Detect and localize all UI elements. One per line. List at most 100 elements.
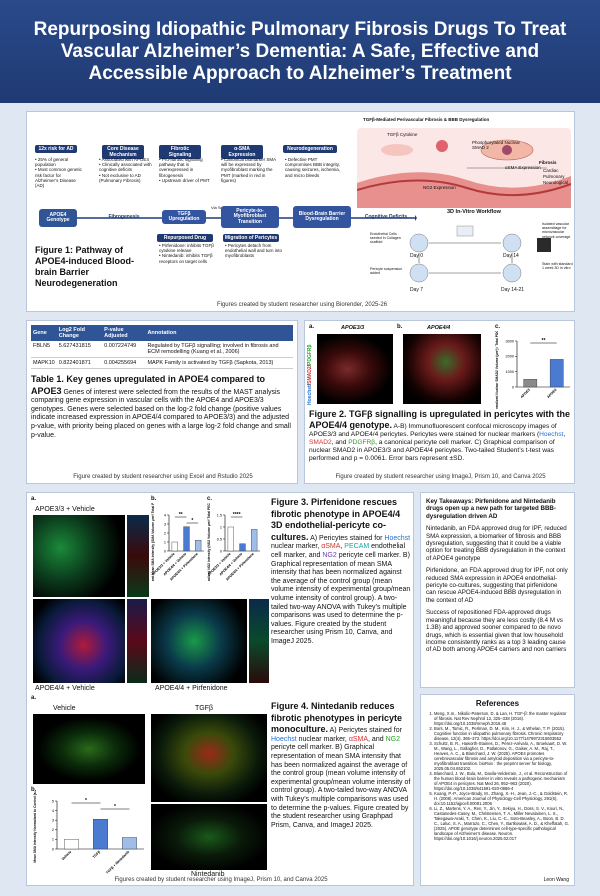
fig4-image-tgfb bbox=[151, 714, 267, 802]
flow-apoe4: APOE4 Genotype bbox=[39, 209, 77, 227]
fig3-title: Figure 3. Pirfenidone rescues fibrotic p… bbox=[271, 497, 401, 542]
takeaways-title: Key Takeaways: Pirfenidone and Nintedani… bbox=[426, 498, 556, 520]
takeaway-pirfenidone: Pirfenidone, an FDA approved drug for IP… bbox=[426, 567, 568, 604]
fig4-description: Figure 4. Nintedanib reduces fibrotic ph… bbox=[271, 701, 411, 829]
y-tick-label: 1 bbox=[52, 838, 54, 842]
cell-log2: 0.822401871 bbox=[56, 357, 103, 369]
workflow-title: 3D In-Vitro Workflow bbox=[447, 209, 501, 215]
gene-table: Gene Log2 Fold Change P-value Adjusted A… bbox=[31, 325, 293, 369]
y-tick-label: 0 bbox=[164, 549, 166, 553]
reference-item: Schultz, B. R., Haworth-Staines, D., Pér… bbox=[434, 741, 569, 771]
label-fibrosis: Fibrosis bbox=[539, 160, 557, 165]
workflow-note-0: Endothelial Cells seeded in Collagen sca… bbox=[370, 232, 401, 245]
fig3-image-apoe4-vehicle bbox=[33, 599, 125, 683]
y-tick-label: 4 bbox=[52, 809, 54, 813]
neuro-header: Neurodegeneration bbox=[283, 145, 337, 153]
workflow-day7: Day 7 bbox=[410, 287, 424, 293]
cell-log2: 5.627431815 bbox=[56, 341, 103, 358]
takeaway-nintedanib: Nintedanib, an FDA approved drug for IPF… bbox=[426, 525, 567, 562]
cell-gene: FBLN5 bbox=[31, 341, 57, 358]
figure-1-panel: 12x risk for AD Core Disease Mechanism F… bbox=[26, 111, 575, 312]
significance-label: * bbox=[85, 798, 87, 804]
fig2-caption: Figure created by student researcher usi… bbox=[335, 474, 546, 480]
label-asma: αSMA Expression bbox=[505, 165, 541, 170]
sma-header: α-SMA Expression bbox=[221, 145, 263, 159]
y-tick-label: 3000 bbox=[506, 339, 514, 343]
bbb-diagram bbox=[357, 128, 571, 208]
fig3-img-label-1: APOE4/4 + Vehicle bbox=[35, 685, 95, 692]
fig3-image-apoe4-vehicle-inset bbox=[127, 599, 147, 683]
table-1-panel: Gene Log2 Fold Change P-value Adjusted A… bbox=[26, 320, 298, 484]
table-1-description: Table 1. Key genes upregulated in APOE4 … bbox=[31, 374, 293, 440]
bar bbox=[239, 543, 246, 552]
table-1-title: Table 1. Key genes upregulated in APOE4 … bbox=[31, 374, 266, 396]
reference-item: Kuang, P.-P., Joyce-Brady, M., Zhang, X.… bbox=[434, 791, 569, 806]
reference-item: Blanchard, J. W., Bula, M., Davila-Velde… bbox=[434, 771, 569, 791]
references-title: References bbox=[475, 699, 520, 708]
y-tick-label: 2 bbox=[164, 531, 166, 535]
y-axis-label: Normalized Mean SMA Intensity (SMA Volum… bbox=[151, 503, 155, 581]
flow-fibrogenesis: Fibrogenesis bbox=[108, 214, 140, 221]
fig4-image-nintedanib bbox=[151, 804, 267, 870]
bar bbox=[171, 541, 178, 552]
fig4-label-a: a. bbox=[31, 695, 37, 701]
bar bbox=[251, 529, 258, 552]
fig2-image-apoe4 bbox=[403, 334, 481, 404]
fig3-image-apoe3-inset bbox=[127, 515, 149, 597]
risk-header: 12x risk for AD bbox=[35, 145, 77, 153]
label-cardiac: Cardiac bbox=[543, 168, 559, 173]
table-row: MAPK10 0.822401871 0.004255694 MAPK Fami… bbox=[31, 357, 293, 369]
label-pulmonary: Pulmonary bbox=[543, 174, 565, 179]
bar bbox=[93, 819, 108, 850]
migration-text: • Pericytes detach from endothelial wall… bbox=[225, 243, 283, 259]
fig2-img-a-label: APOE3/3 bbox=[341, 325, 365, 331]
label-phospho-smad: Phosphorylated Nuclear SMAD 2 bbox=[472, 140, 521, 151]
y-tick-label: 3 bbox=[52, 819, 54, 823]
significance-label: ** bbox=[179, 512, 183, 518]
fig4-img-label-tgfb: TGFβ bbox=[195, 705, 214, 712]
y-tick-label: 5 bbox=[52, 799, 54, 803]
fig2-label-b: b. bbox=[397, 324, 403, 330]
fibrotic-text: • Pro-fibrotic signaling pathway that is… bbox=[159, 157, 210, 183]
cell-annotation: MAPK Family is activated by TGFβ (Sapkot… bbox=[145, 357, 293, 369]
fig3-img-label-2: APOE4/4 + Pirfenidone bbox=[155, 685, 228, 692]
flow-cognitive: Cognitive Deficits bbox=[364, 214, 408, 221]
reference-item: Li, Z., Martens, Y. A., Ren, Y., Jin, Y.… bbox=[434, 806, 569, 841]
x-tick-label: APOE4 bbox=[546, 388, 557, 399]
y-tick-label: 1.5 bbox=[217, 513, 222, 517]
fig3-image-apoe4-pirfenidone bbox=[151, 599, 247, 683]
col-log2: Log2 Fold Change bbox=[56, 325, 103, 341]
workflow-note-8: Stain with standard 1 week 3D in vitro bbox=[542, 262, 573, 271]
fig2-img-b-label: APOE4/4 bbox=[427, 325, 451, 331]
workflow-day0: Day 0 bbox=[410, 253, 424, 259]
fig3-label-c: c. bbox=[207, 496, 213, 502]
y-tick-label: 0 bbox=[220, 549, 222, 553]
label-ng2: NG2 Expression bbox=[423, 185, 456, 190]
table-1-text: Genes of interest were selected from the… bbox=[31, 388, 291, 439]
right-diagram-title: TGFβ-Mediated Perivascular Fibrosis & BB… bbox=[363, 117, 490, 122]
significance-label: **** bbox=[233, 512, 241, 518]
y-tick-label: 1 bbox=[164, 540, 166, 544]
fig3-description: Figure 3. Pirfenidone rescues fibrotic p… bbox=[271, 497, 411, 645]
author-name: Leon Wang bbox=[543, 877, 569, 883]
col-pvalue: P-value Adjusted bbox=[102, 325, 146, 341]
mechanism-header: Core Disease Mechanism bbox=[102, 145, 144, 159]
bar bbox=[64, 839, 79, 850]
y-tick-label: 2000 bbox=[506, 355, 514, 359]
sma-text: • Canonical biomarker SMA will be expres… bbox=[221, 157, 276, 183]
significance-label: * bbox=[191, 518, 193, 524]
fig3-image-apoe3 bbox=[33, 515, 125, 597]
fig3-img-label-0: APOE3/3 + Vehicle bbox=[35, 506, 95, 513]
poster-title: Repurposing Idiopathic Pulmonary Fibrosi… bbox=[33, 18, 567, 84]
y-axis-label: Normalized NG2 Intensity (NG2 Volume µm³… bbox=[207, 503, 211, 581]
flow-bbb: Blood-Brain Barrier Dysregulation bbox=[293, 206, 351, 228]
cell-pvalue: 0.004255694 bbox=[102, 357, 146, 369]
reference-item: Bors, M., Tomic, R., Perlman, D. M., Kim… bbox=[434, 726, 569, 741]
label-neurological: Neurological bbox=[543, 180, 569, 185]
table-row: FBLN5 5.627431815 0.007224749 Regulated … bbox=[31, 341, 293, 358]
workflow-note-1: Pericyte suspension added bbox=[370, 267, 403, 276]
figure-1-caption: Figures created by student researcher us… bbox=[216, 302, 388, 308]
